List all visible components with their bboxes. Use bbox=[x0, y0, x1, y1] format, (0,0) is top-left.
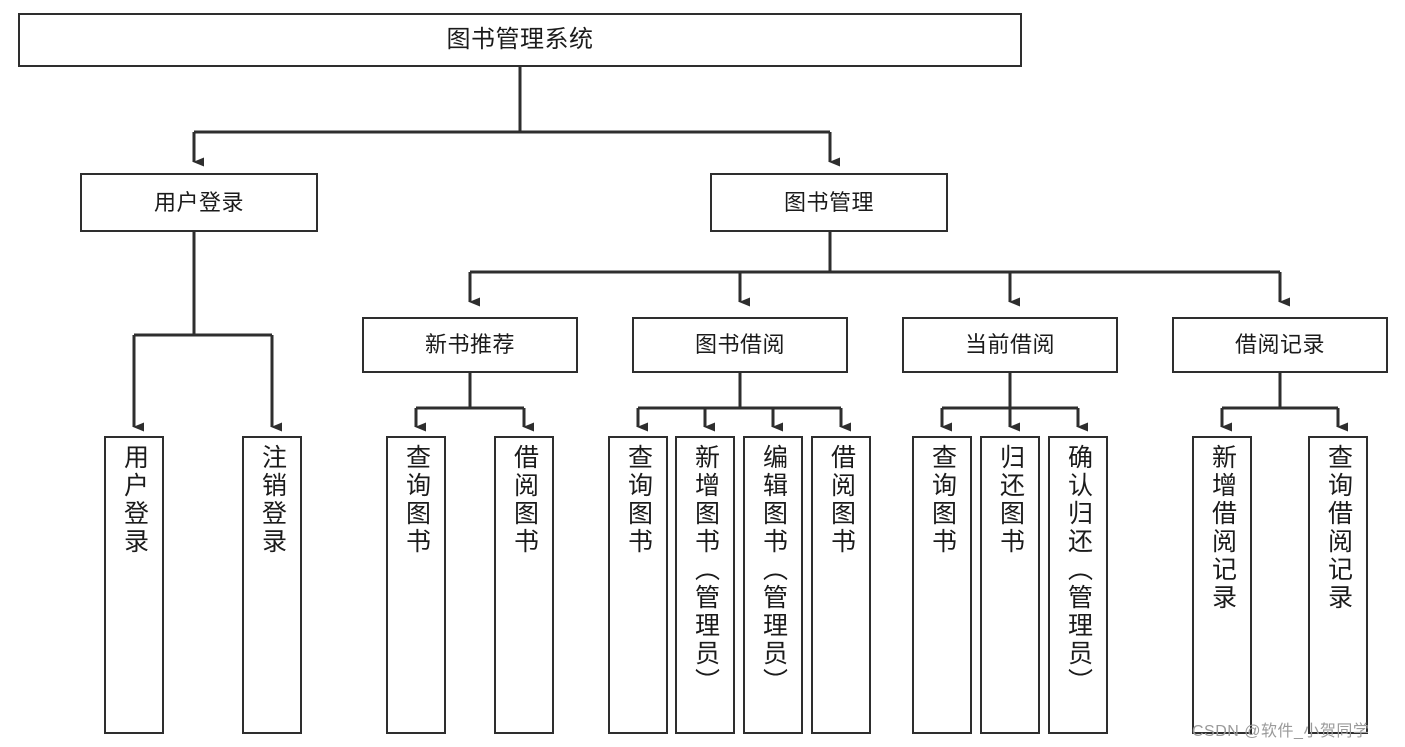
node-user-login-label: 用户登录 bbox=[153, 189, 244, 215]
node-new-book-recommend[interactable]: 新书推荐 bbox=[362, 317, 578, 373]
node-book-manage-label: 图书管理 bbox=[783, 189, 874, 215]
leaf-confirm-return[interactable]: 确认归还（管理员） bbox=[1048, 436, 1108, 734]
leaf-user-login-label: 用户登录 bbox=[120, 444, 149, 556]
leaf-query-book-2-label: 查询图书 bbox=[624, 444, 653, 556]
node-book-manage[interactable]: 图书管理 bbox=[710, 173, 948, 232]
leaf-return-book[interactable]: 归还图书 bbox=[980, 436, 1040, 734]
node-book-borrow-label: 图书借阅 bbox=[694, 332, 785, 358]
leaf-query-book-1-label: 查询图书 bbox=[402, 444, 431, 556]
leaf-borrow-book-2-label: 借阅图书 bbox=[827, 444, 856, 556]
node-current-borrow[interactable]: 当前借阅 bbox=[902, 317, 1118, 373]
node-current-borrow-label: 当前借阅 bbox=[964, 332, 1055, 358]
leaf-user-logout-label: 注销登录 bbox=[258, 444, 287, 556]
leaf-return-book-label: 归还图书 bbox=[996, 444, 1025, 556]
leaf-add-record[interactable]: 新增借阅记录 bbox=[1192, 436, 1252, 734]
leaf-add-record-label: 新增借阅记录 bbox=[1208, 444, 1237, 612]
leaf-confirm-return-label: 确认归还（管理员） bbox=[1064, 444, 1093, 696]
node-borrow-record-label: 借阅记录 bbox=[1234, 332, 1325, 358]
leaf-query-record-label: 查询借阅记录 bbox=[1324, 444, 1353, 612]
leaf-add-book-label: 新增图书（管理员） bbox=[691, 444, 720, 696]
leaf-edit-book[interactable]: 编辑图书（管理员） bbox=[743, 436, 803, 734]
leaf-edit-book-label: 编辑图书（管理员） bbox=[759, 444, 788, 696]
node-borrow-record[interactable]: 借阅记录 bbox=[1172, 317, 1388, 373]
leaf-query-book-3-label: 查询图书 bbox=[928, 444, 957, 556]
node-book-borrow[interactable]: 图书借阅 bbox=[632, 317, 848, 373]
leaf-query-record[interactable]: 查询借阅记录 bbox=[1308, 436, 1368, 734]
leaf-query-book-2[interactable]: 查询图书 bbox=[608, 436, 668, 734]
node-new-book-recommend-label: 新书推荐 bbox=[424, 332, 515, 358]
csdn-watermark: CSDN @软件_小贺同学 bbox=[1192, 723, 1370, 740]
node-root-label: 图书管理系统 bbox=[446, 25, 594, 53]
leaf-user-logout[interactable]: 注销登录 bbox=[242, 436, 302, 734]
leaf-borrow-book-2[interactable]: 借阅图书 bbox=[811, 436, 871, 734]
leaf-borrow-book-1-label: 借阅图书 bbox=[510, 444, 539, 556]
leaf-add-book[interactable]: 新增图书（管理员） bbox=[675, 436, 735, 734]
leaf-user-login[interactable]: 用户登录 bbox=[104, 436, 164, 734]
leaf-query-book-1[interactable]: 查询图书 bbox=[386, 436, 446, 734]
leaf-borrow-book-1[interactable]: 借阅图书 bbox=[494, 436, 554, 734]
node-user-login[interactable]: 用户登录 bbox=[80, 173, 318, 232]
node-root[interactable]: 图书管理系统 bbox=[18, 13, 1022, 67]
leaf-query-book-3[interactable]: 查询图书 bbox=[912, 436, 972, 734]
